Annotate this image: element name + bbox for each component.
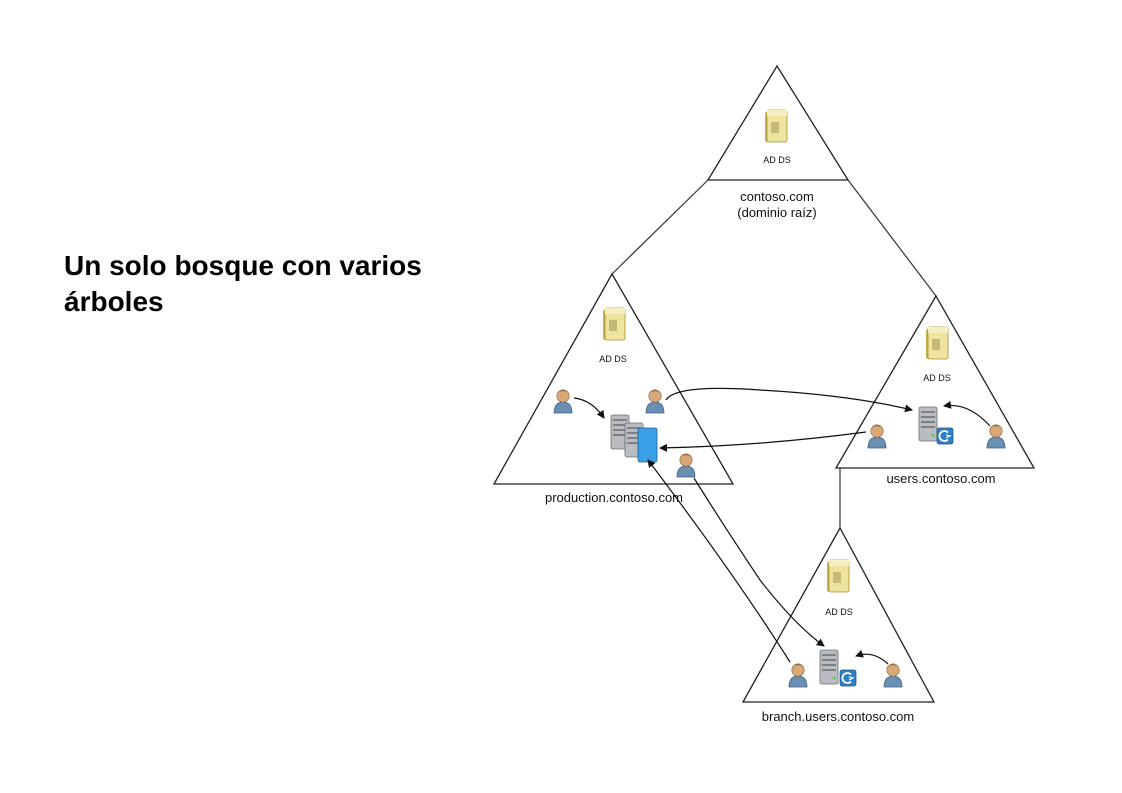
folder-icon xyxy=(764,109,788,143)
auth-arrow-prod-user-to-users-server xyxy=(665,387,913,413)
slide-title: Un solo bosque con varios árboles xyxy=(64,250,422,317)
domain-root-note: (dominio raíz) xyxy=(737,205,816,220)
domain-production-service: AD DS xyxy=(599,354,627,364)
auth-arrow-branch-user-to-branch-server xyxy=(855,649,889,665)
domain-users-triangle xyxy=(834,294,1036,469)
auth-arrow-prod-user-to-branch-server xyxy=(693,477,825,647)
app-server-icon xyxy=(839,669,857,687)
domain-root-name: contoso.com xyxy=(740,189,814,204)
domain-users: AD DS users.contoso.com xyxy=(834,294,1036,486)
trust-link-root-production xyxy=(611,179,709,275)
domain-users-service: AD DS xyxy=(923,373,951,383)
domain-production-name: production.contoso.com xyxy=(545,490,683,505)
domain-root-service: AD DS xyxy=(763,155,791,165)
domain-root: AD DS contoso.com (dominio raíz) xyxy=(706,64,850,220)
domain-branch-name: branch.users.contoso.com xyxy=(762,709,914,724)
domain-branch: AD DS branch.users.contoso.com xyxy=(741,526,936,724)
domain-branch-service: AD DS xyxy=(825,607,853,617)
server-icon xyxy=(918,406,938,442)
auth-arrow-branch-user-to-prod-server xyxy=(647,459,791,663)
server-icon xyxy=(819,649,839,685)
auth-arrow-users-user-to-users-server xyxy=(943,400,991,427)
domain-production-triangle xyxy=(492,272,735,485)
domain-users-name: users.contoso.com xyxy=(886,471,995,486)
auth-arrow-prod-user-to-prod-server xyxy=(573,397,605,419)
domain-production: AD DS production.contoso.com xyxy=(492,272,735,505)
folder-icon xyxy=(826,559,850,593)
auth-arrow-users-user-to-prod-server xyxy=(659,431,867,452)
folder-icon xyxy=(602,307,626,341)
trust-link-root-users xyxy=(847,179,937,297)
app-server-icon xyxy=(936,427,954,445)
app-server-icon xyxy=(637,427,658,463)
domain-branch-triangle xyxy=(741,526,936,703)
folder-icon xyxy=(925,326,949,360)
